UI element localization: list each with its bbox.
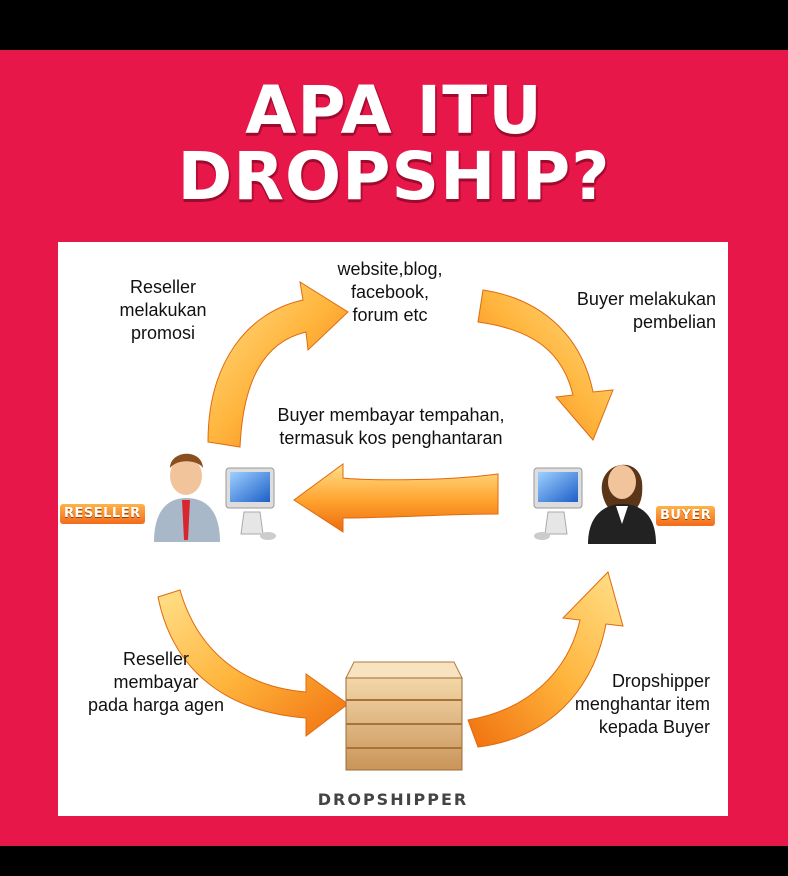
reseller-tag: RESELLER [60, 504, 145, 524]
reseller-figure [154, 453, 220, 542]
channels-label: website,blog, facebook, forum etc [320, 258, 460, 327]
diagram-panel: website,blog, facebook, forum etc Resell… [58, 242, 728, 816]
channels-line-3: forum etc [352, 305, 428, 325]
buyer-purchase-label: Buyer melakukan pembelian [528, 288, 716, 334]
buyer-pays-label: Buyer membayar tempahan, termasuk kos pe… [246, 404, 536, 450]
reseller-hair [170, 453, 203, 468]
promo-line-3: promosi [130, 323, 196, 343]
ships-line-2: menghantar item [574, 694, 710, 714]
reseller-promo-label: Reseller melakukan promosi [98, 276, 228, 345]
purchase-line-2: pembelian [632, 312, 716, 332]
purchase-line-1: Buyer melakukan [576, 289, 716, 309]
promo-line-2: melakukan [119, 300, 207, 320]
arrow-agent-payment [157, 589, 349, 738]
buyer-tag: BUYER [656, 506, 716, 526]
flow-diagram [154, 280, 656, 771]
title-line-2: DROPSHIP? [177, 138, 611, 215]
dropshipper-box-icon [345, 661, 463, 771]
pays-line-1: Buyer membayar tempahan, [277, 405, 505, 425]
arrow-promotion [207, 280, 349, 448]
ships-line-3: kepada Buyer [598, 717, 710, 737]
reseller-head [170, 457, 202, 495]
channels-line-1: website,blog, [337, 259, 443, 279]
buyer-head [608, 465, 636, 499]
dropshipper-ships-label: Dropshipper menghantar item kepada Buyer [528, 670, 710, 739]
agent-line-2: membayar [113, 672, 199, 692]
buyer-computer-icon [533, 467, 583, 540]
reseller-computer-icon [225, 467, 276, 540]
title-line-1: APA ITU [245, 72, 543, 149]
arrow-payment [293, 463, 499, 533]
promo-line-1: Reseller [129, 277, 197, 297]
dropshipper-label: DROPSHIPPER [317, 790, 469, 809]
ships-line-1: Dropshipper [611, 671, 710, 691]
agent-line-1: Reseller [122, 649, 190, 669]
pays-line-2: termasuk kos penghantaran [279, 428, 503, 448]
buyer-figure [588, 464, 656, 544]
reseller-pays-label: Reseller membayar pada harga agen [66, 648, 246, 717]
channels-line-2: facebook, [350, 282, 430, 302]
page-title: APA ITU DROPSHIP? [0, 78, 788, 210]
reseller-tie [182, 500, 190, 540]
arrow-purchase [477, 289, 614, 441]
agent-line-3: pada harga agen [87, 695, 225, 715]
arrow-delivery [467, 571, 624, 748]
